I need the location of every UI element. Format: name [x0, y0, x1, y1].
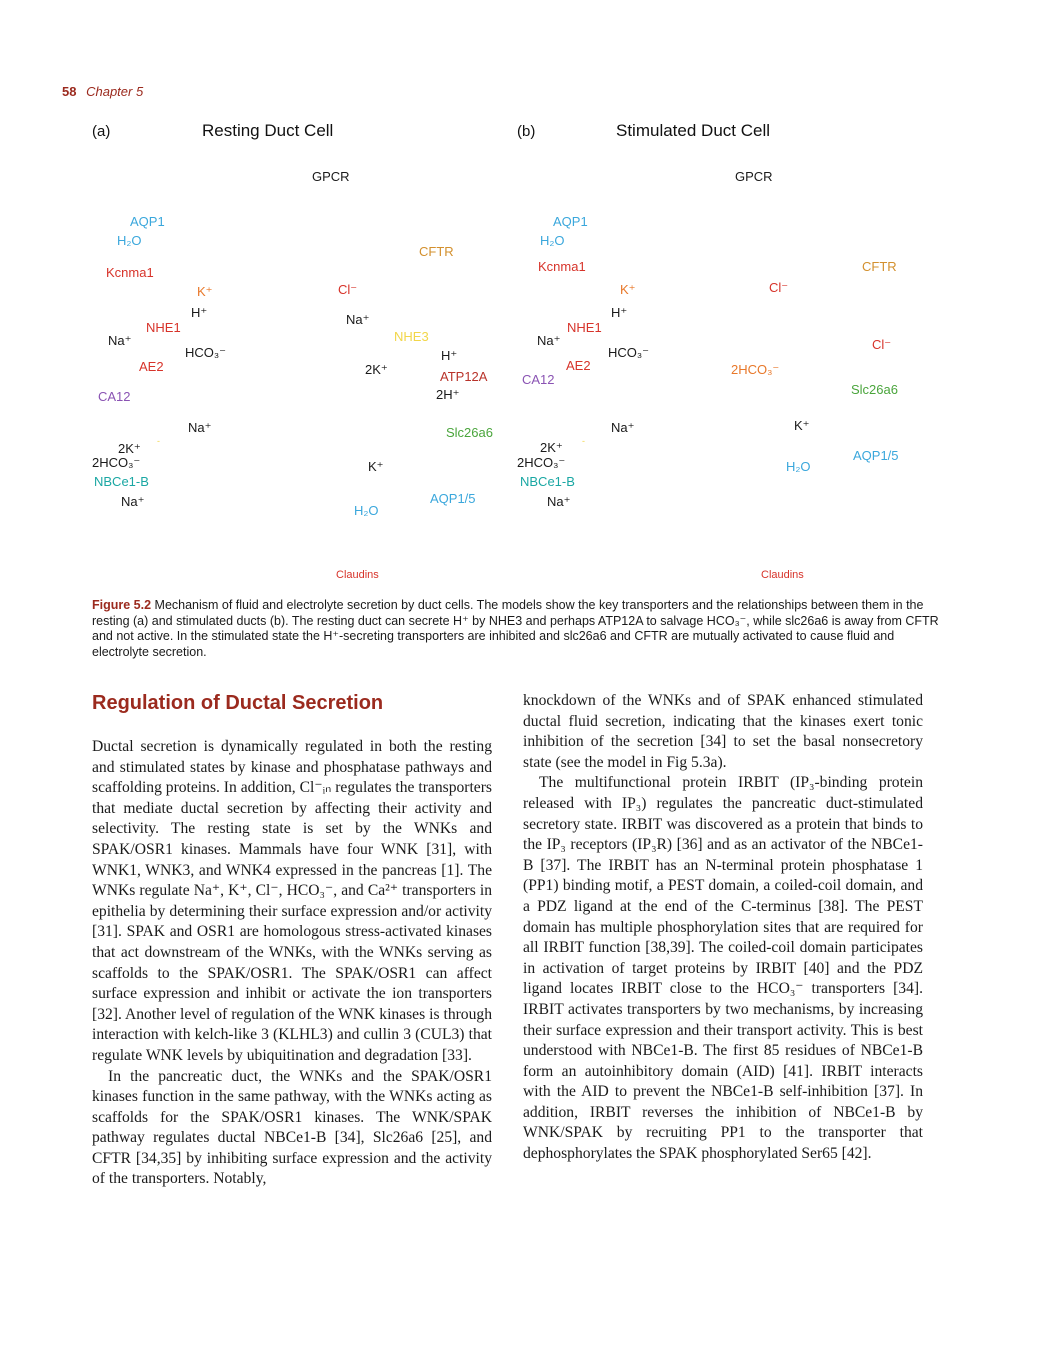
b-aqp1: AQP1: [553, 214, 588, 229]
b-k-plus: K⁺: [620, 282, 636, 297]
b-na-plus-left: Na⁺: [537, 333, 561, 348]
panel-a-title: Resting Duct Cell: [202, 121, 334, 140]
b-two-hco3-apical: 2HCO₃⁻: [731, 362, 780, 377]
b-gpcr: GPCR: [735, 169, 773, 184]
a-k-plus-2: K⁺: [368, 459, 384, 474]
b-slc26a6: Slc26a6: [851, 382, 898, 397]
a-claudins: Claudins: [336, 569, 379, 581]
a-h2o-bottom: H₂O: [354, 503, 379, 518]
a-hco3: HCO₃⁻: [185, 345, 227, 360]
a-two-hco3: 2HCO₃⁻: [92, 455, 141, 470]
a-two-k-baso: 2K⁺: [118, 441, 141, 456]
panel-b-letter: (b): [517, 123, 536, 140]
left-paragraph-1: Ductal secretion is dynamically regulate…: [92, 738, 492, 1064]
a-nbce1b: NBCe1-B: [94, 474, 149, 489]
left-column: Ductal secretion is dynamically regulate…: [92, 737, 492, 1190]
a-two-k: 2K⁺: [365, 362, 388, 377]
b-na-plus-bottom: Na⁺: [547, 494, 571, 509]
b-two-k-baso: 2K⁺: [540, 440, 563, 455]
b-two-hco3: 2HCO₃⁻: [517, 455, 566, 470]
b-k-plus-2: K⁺: [794, 418, 810, 433]
figure-caption: Figure 5.2 Mechanism of fluid and electr…: [92, 598, 952, 660]
a-cl-minus: Cl⁻: [338, 282, 358, 297]
panel-b-title: Stimulated Duct Cell: [616, 121, 771, 140]
b-aqp15: AQP1/5: [853, 448, 899, 463]
b-na-plus-mid: Na⁺: [611, 420, 635, 435]
caption-text: Mechanism of fluid and electrolyte secre…: [92, 598, 939, 659]
b-cftr: CFTR: [862, 259, 897, 274]
b-h2o-top: H₂O: [540, 233, 565, 248]
right-column: knockdown of the WNKs and of SPAK enhanc…: [523, 691, 923, 1165]
chapter-label: Chapter 5: [86, 84, 144, 99]
a-h-plus: H⁺: [191, 305, 208, 320]
section-heading: Regulation of Ductal Secretion: [92, 692, 384, 714]
a-na-plus-mid: Na⁺: [188, 420, 212, 435]
right-paragraph-1: knockdown of the WNKs and of SPAK enhanc…: [523, 692, 923, 771]
a-na-plus-bottom: Na⁺: [121, 494, 145, 509]
b-hco3: HCO₃⁻: [608, 345, 650, 360]
b-claudins: Claudins: [761, 569, 804, 581]
right-paragraph-2: The multifunctional protein IRBIT (IP₃-b…: [523, 774, 923, 1163]
a-nhe1: NHE1: [146, 320, 181, 335]
b-cl-minus: Cl⁻: [769, 280, 789, 295]
panel-a-letter: (a): [92, 123, 111, 140]
b-nhe1: NHE1: [567, 320, 602, 335]
a-cftr: CFTR: [419, 244, 454, 259]
a-slc26a6: Slc26a6: [446, 425, 493, 440]
b-cl-minus-2: Cl⁻: [872, 337, 892, 352]
a-two-h: 2H⁺: [436, 387, 460, 402]
a-na-plus-apical: Na⁺: [346, 312, 370, 327]
a-gpcr: GPCR: [312, 169, 350, 184]
a-ae2: AE2: [139, 359, 164, 374]
a-h2o-top: H₂O: [117, 233, 142, 248]
b-h-plus: H⁺: [611, 305, 628, 320]
a-nhe3: NHE3: [394, 329, 429, 344]
b-nbce1b: NBCe1-B: [520, 474, 575, 489]
a-kcnma1: Kcnma1: [106, 265, 154, 280]
a-dash-mark: -: [157, 436, 160, 446]
caption-label: Figure 5.2: [92, 598, 152, 612]
b-ca12: CA12: [522, 372, 555, 387]
a-atp12a: ATP12A: [440, 369, 488, 384]
a-aqp15: AQP1/5: [430, 491, 476, 506]
b-kcnma1: Kcnma1: [538, 259, 586, 274]
a-h-plus-2: H⁺: [441, 348, 458, 363]
running-head: 58 Chapter 5: [62, 84, 143, 99]
b-dash-mark: -: [582, 436, 585, 446]
a-ca12: CA12: [98, 389, 131, 404]
figure-5-2: (a) Resting Duct Cell GPCR AQP1 H₂O Kcnm…: [0, 0, 1045, 590]
b-h2o-bottom: H₂O: [786, 459, 811, 474]
a-aqp1: AQP1: [130, 214, 165, 229]
page-number: 58: [62, 84, 77, 99]
a-na-plus-left: Na⁺: [108, 333, 132, 348]
left-paragraph-2: In the pancreatic duct, the WNKs and the…: [92, 1067, 492, 1188]
a-k-plus: K⁺: [197, 284, 213, 299]
b-ae2: AE2: [566, 358, 591, 373]
